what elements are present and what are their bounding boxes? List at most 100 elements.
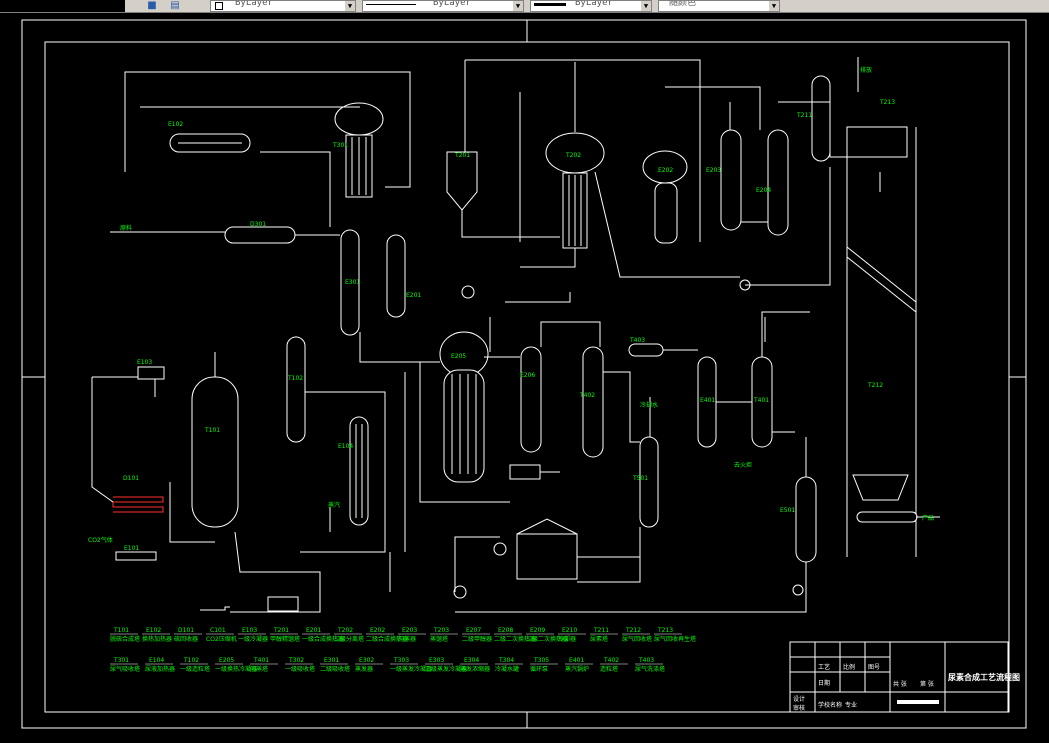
exchanger-e104	[349, 416, 369, 526]
process-equipment	[112, 75, 918, 612]
legend-name: 冷凝水罐	[495, 665, 519, 673]
legend-code: E205	[219, 657, 234, 664]
legend-code: E207	[466, 627, 481, 634]
lineweight-swatch-icon	[534, 3, 566, 6]
reboiler-top-t301	[334, 102, 384, 136]
exchanger-e501	[795, 476, 817, 563]
title-block-cell: 图号	[868, 664, 880, 671]
legend-name: 硫回收器	[174, 635, 198, 643]
chevron-down-icon[interactable]: ▼	[641, 1, 651, 11]
layer-dropdown[interactable]: ByLayer ▼	[210, 0, 356, 12]
chevron-down-icon[interactable]: ▼	[769, 1, 779, 11]
column-t102	[286, 336, 306, 443]
legend-code: E104	[149, 657, 164, 664]
stream-label-layer: 原料 排放 去火炬 冷却水 蒸汽 产品 CO2气体	[88, 66, 934, 544]
legend-name: 换热加热器	[142, 635, 172, 643]
legend-code: T102	[183, 657, 199, 664]
legend-code: E304	[464, 657, 479, 664]
drawing-title: 尿素合成工艺流程图	[948, 672, 1020, 682]
cad-drawing-canvas[interactable]: E102 D301 T301 E301 T201 E201 T202 E202 …	[0, 12, 1049, 743]
equipment-label: D101	[123, 475, 139, 482]
pump-icon	[493, 542, 507, 556]
legend-code: T301	[113, 657, 129, 664]
equipment-label: E203	[706, 167, 721, 174]
equipment-label: T211	[796, 112, 812, 119]
layer-dropdown-value: ByLayer	[235, 0, 273, 8]
equipment-label: E102	[168, 121, 183, 128]
legend-name: 二级分离塔	[334, 635, 364, 643]
legend-code: E209	[530, 627, 545, 634]
cooler-t403	[628, 343, 664, 357]
equipment-legend: T101脱硫合成塔E102换热加热器D101硫回收器C101CO2压缩机E103…	[110, 627, 696, 673]
equipment-label: E202	[658, 167, 673, 174]
legend-name: 脱硫合成塔	[110, 635, 140, 643]
exchanger-e206	[520, 346, 542, 453]
color-dropdown-value: 随颜色	[669, 0, 697, 8]
stream-label: 去火炬	[734, 461, 752, 469]
evaporator-bank	[516, 533, 578, 580]
legend-code: T304	[498, 657, 514, 664]
legend-name: 循环泵	[530, 665, 548, 673]
title-block-cell: 日期	[818, 679, 830, 687]
column-t201	[386, 234, 406, 318]
legend-name: 一级换热冷凝器	[215, 665, 257, 673]
linetype-dropdown[interactable]: ByLayer ▼	[362, 0, 524, 12]
column-e301	[340, 229, 360, 336]
title-block-cell: 学校名称	[818, 701, 842, 709]
legend-code: T211	[593, 627, 609, 634]
exchanger-e204	[767, 129, 789, 236]
equipment-label: T301	[332, 142, 348, 149]
conveyor-t213	[856, 511, 918, 523]
linetype-swatch-icon	[366, 4, 416, 5]
legend-code: E303	[429, 657, 444, 664]
equipment-label: E206	[520, 372, 535, 379]
stream-label: 原料	[120, 224, 132, 232]
legend-code: E102	[146, 627, 161, 634]
vessel-e205	[443, 369, 485, 483]
equipment-label: E104	[338, 443, 353, 450]
process-piping	[91, 57, 940, 613]
legend-name: 二级甲醇器	[462, 635, 492, 643]
color-dropdown[interactable]: 随颜色 ▼	[658, 0, 780, 12]
column-t211	[811, 75, 831, 162]
cyclone-e201	[446, 151, 478, 211]
legend-name: CO2压缩机	[206, 635, 237, 643]
lineweight-dropdown[interactable]: ByLayer ▼	[530, 0, 652, 12]
legend-code: T203	[433, 627, 449, 634]
equipment-label: T102	[287, 375, 303, 382]
legend-code: E302	[359, 657, 374, 664]
legend-name: 蒸汽锅炉	[565, 665, 589, 673]
legend-code: T213	[657, 627, 673, 634]
legend-code: T402	[603, 657, 619, 664]
legend-code: T101	[113, 627, 129, 634]
legend-name: 尿气回收塔	[622, 635, 652, 643]
stream-label: 冷却水	[640, 401, 658, 409]
equipment-label: E204	[756, 187, 771, 194]
legend-name: 甲醇精馏塔	[270, 635, 300, 643]
legend-name: 一级冷凝器	[238, 635, 268, 643]
layer-previous-icon[interactable]: ▤	[170, 0, 180, 11]
title-block-cell: 设计	[793, 695, 805, 703]
legend-code: E203	[402, 627, 417, 634]
equipment-label: T213	[879, 99, 895, 106]
color-swatch-icon	[215, 2, 223, 10]
legend-code: E208	[498, 627, 513, 634]
pump-icon	[461, 285, 475, 299]
stream-label: 产品	[922, 514, 934, 522]
legend-code: T401	[253, 657, 269, 664]
toolbar-left-area	[0, 0, 125, 12]
legend-code: D101	[178, 627, 194, 634]
legend-name: 蒸发浓缩器	[460, 665, 490, 673]
exchanger-t402	[582, 346, 604, 458]
legend-name: 二级蒸发冷凝器	[425, 665, 467, 673]
equipment-label: E401	[700, 397, 715, 404]
chevron-down-icon[interactable]: ▼	[513, 1, 523, 11]
equipment-label: D301	[250, 221, 266, 228]
chevron-down-icon[interactable]: ▼	[345, 1, 355, 11]
legend-code: E201	[306, 627, 321, 634]
legend-code: C101	[210, 627, 226, 634]
layer-state-icon[interactable]: ■	[147, 0, 157, 11]
equipment-label: T401	[753, 397, 769, 404]
equipment-label: E103	[137, 359, 152, 366]
equipment-label: T101	[204, 427, 220, 434]
